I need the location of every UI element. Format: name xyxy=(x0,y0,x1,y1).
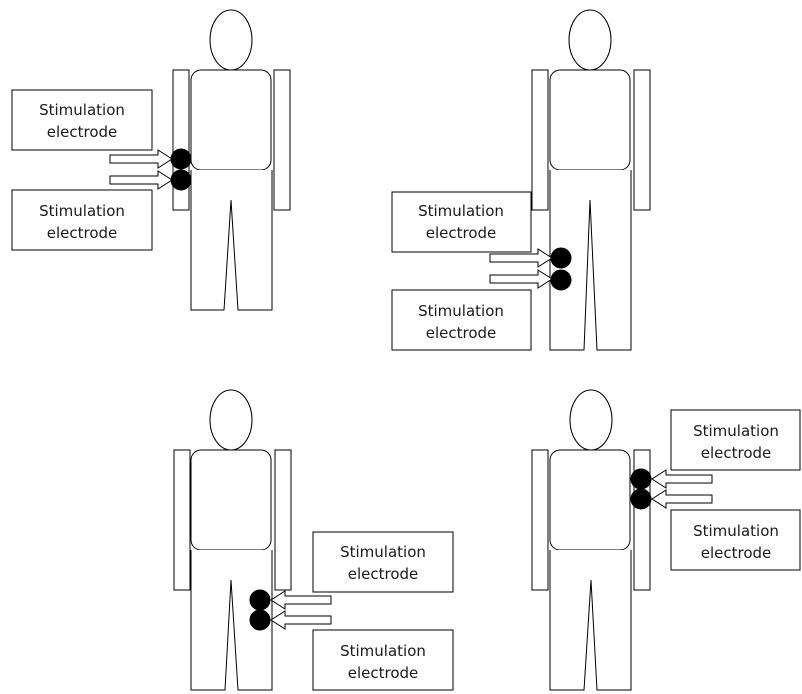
stimulation-label-box xyxy=(391,191,532,253)
panel-top-right xyxy=(391,9,651,351)
label-line: Stimulation xyxy=(39,101,125,119)
label-line: Stimulation xyxy=(340,543,426,561)
stimulation-label-box xyxy=(312,531,454,593)
panel-bottom-left xyxy=(173,389,454,691)
electrode-dot xyxy=(249,589,271,611)
arrow-icon xyxy=(489,269,553,289)
label-line: Stimulation xyxy=(39,202,125,220)
label-line: Stimulation xyxy=(693,422,779,440)
stimulation-label-box xyxy=(312,629,454,691)
arrow-icon xyxy=(489,248,553,268)
arrow-icon xyxy=(651,469,713,489)
label-line: electrode xyxy=(701,444,772,462)
arrow-icon xyxy=(651,489,713,509)
stimulation-label-box xyxy=(11,89,153,151)
arrow-icon xyxy=(270,590,332,610)
electrode-dot xyxy=(550,269,572,291)
electrode-dot xyxy=(630,468,652,490)
human-figure xyxy=(173,389,292,691)
electrode-dot xyxy=(630,488,652,510)
stimulation-label-box xyxy=(11,189,153,251)
label-line: Stimulation xyxy=(693,522,779,540)
stimulation-label-box xyxy=(670,409,801,471)
electrode-dot xyxy=(550,247,572,269)
label-line: electrode xyxy=(348,664,419,682)
label-line: electrode xyxy=(426,224,497,242)
label-line: electrode xyxy=(348,565,419,583)
panel-bottom-right xyxy=(531,389,801,691)
label-line: electrode xyxy=(47,123,118,141)
arrow-icon xyxy=(270,610,332,630)
panel-top-left xyxy=(11,9,291,311)
label-line: Stimulation xyxy=(340,642,426,660)
arrow-icon xyxy=(109,149,173,169)
human-figure xyxy=(531,9,651,351)
electrode-dot xyxy=(170,148,192,170)
stimulation-label-box xyxy=(670,509,801,571)
electrode-dot xyxy=(170,169,192,191)
label-line: electrode xyxy=(47,224,118,242)
arrow-icon xyxy=(109,170,173,190)
stimulation-label-box xyxy=(391,289,532,351)
label-line: electrode xyxy=(426,324,497,342)
label-line: Stimulation xyxy=(418,202,504,220)
label-line: Stimulation xyxy=(418,302,504,320)
electrode-dot xyxy=(249,609,271,631)
label-line: electrode xyxy=(701,544,772,562)
human-figure xyxy=(531,389,651,691)
